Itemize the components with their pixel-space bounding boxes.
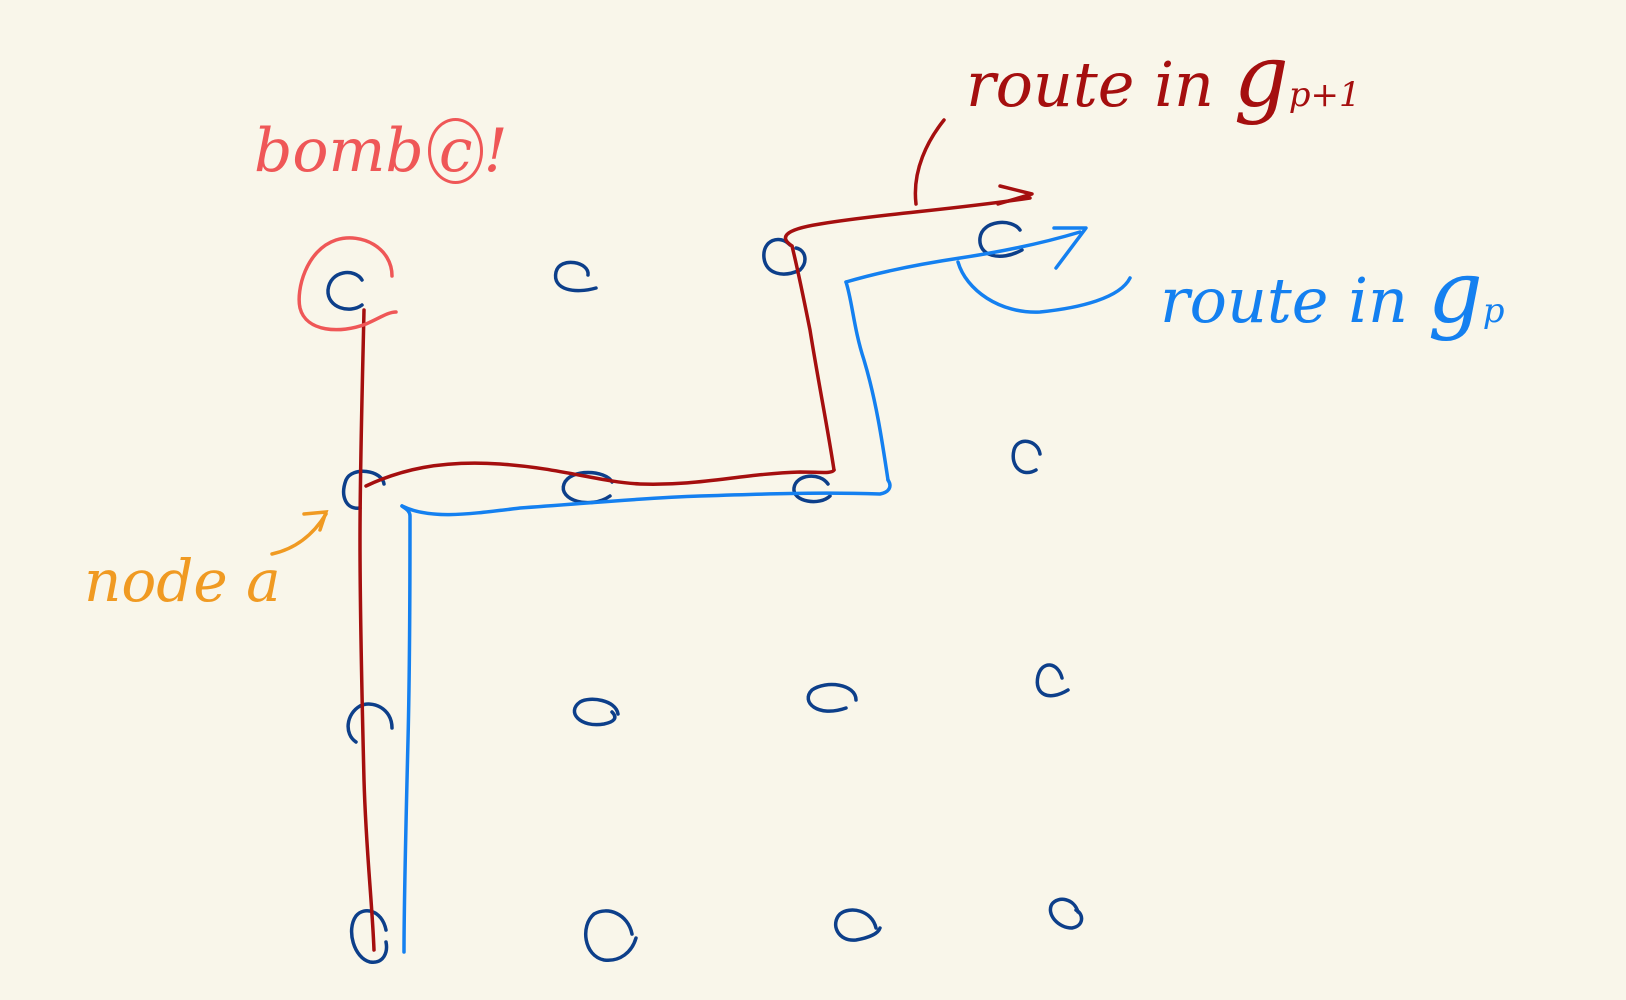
route-p-horizontal [400, 478, 892, 517]
route-p-pointer [956, 260, 1132, 314]
route-p1-label: route in gp+1 [966, 34, 1361, 120]
bomb-exclaim: ! [483, 116, 508, 186]
route-p1-subscript: p+1 [1288, 75, 1361, 115]
node-grid [326, 220, 1084, 964]
node-r1c4 [978, 220, 1024, 258]
route-p-up [844, 280, 890, 482]
node-r2c1 [341, 469, 386, 510]
route-p1-arrowhead [996, 184, 1034, 206]
node-r2c3 [792, 474, 832, 504]
route-p-label: route in gp [1160, 250, 1505, 336]
node-text: node [84, 547, 228, 615]
node-r3c3 [806, 682, 858, 713]
node-letter: a [246, 547, 281, 615]
node-a-arrow-head [302, 510, 329, 532]
bomb-circle [297, 236, 398, 332]
node-a-arrow [270, 510, 329, 556]
node-r3c2 [572, 697, 620, 727]
route-p-text: route in [1160, 264, 1408, 337]
route-p1-up [790, 244, 836, 472]
node-r4c1 [349, 909, 389, 964]
route-p1-text: route in [966, 48, 1214, 121]
route-p-arrowhead [1052, 226, 1088, 270]
node-r2c4 [1011, 439, 1042, 475]
route-p1-pointer [913, 118, 946, 206]
node-r4c3 [834, 908, 882, 942]
route-p1-vertical [358, 308, 376, 952]
bomb-letter: c [427, 118, 484, 184]
bomb-text: bomb [254, 116, 424, 186]
node-r4c2 [584, 909, 638, 962]
route-p1-path [358, 118, 1034, 952]
route-p-path [400, 226, 1132, 954]
route-p-subscript: p [1482, 291, 1505, 331]
node-r4c4 [1048, 897, 1084, 930]
bomb-marker [297, 236, 398, 332]
node-a-label: node a [84, 552, 281, 610]
route-p-top [844, 230, 1082, 284]
route-p-symbol: g [1427, 243, 1483, 343]
node-r3c4 [1035, 663, 1070, 698]
node-r3c1 [346, 702, 394, 744]
route-p-vertical [400, 504, 412, 954]
node-r1c1 [326, 270, 364, 311]
node-r1c2 [553, 260, 598, 293]
route-p1-horizontal [364, 461, 836, 488]
route-p1-symbol: g [1233, 27, 1289, 127]
node-r1c3 [762, 237, 807, 276]
route-p1-top [783, 196, 1032, 248]
